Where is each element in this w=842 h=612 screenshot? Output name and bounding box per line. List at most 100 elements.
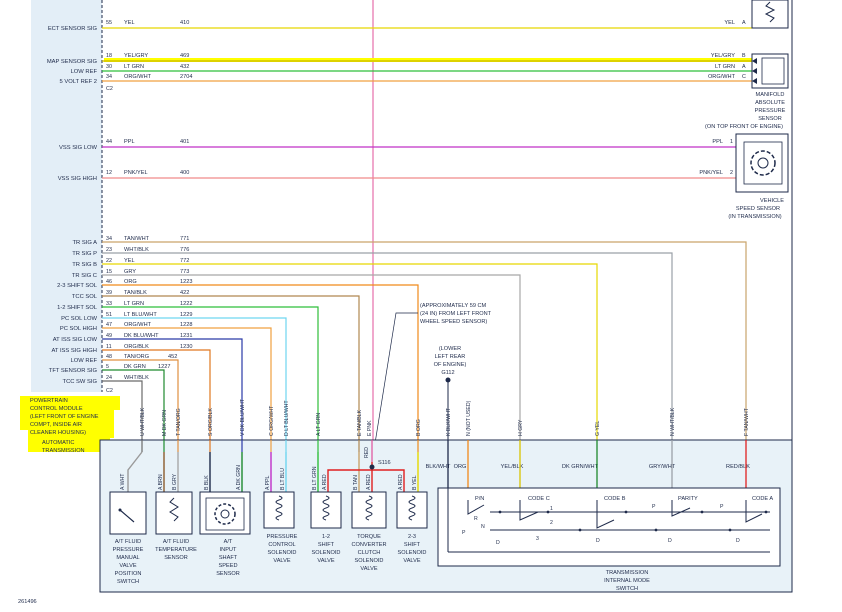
contact-label: D (668, 538, 672, 544)
right-color-5v-ref: ORG/WHT (708, 74, 736, 80)
pin-low-ref-top: 30 (106, 64, 112, 70)
contact-dot (700, 510, 704, 514)
right-pin-ect: A (742, 20, 746, 26)
component-label: SHIFT (318, 542, 335, 548)
circuit-map-sig: MAP SENSOR SIG 18 YEL/GRY 469 YEL/GRY B (47, 53, 752, 65)
pcm-label-12-shift: 1-2 SHIFT SOL (57, 305, 98, 311)
trans-circuit-row: AT ISS SIG LOW 49 DK BLU/WHT 1231 (53, 333, 193, 343)
color-pc-sol-low: LT BLU/WHT (124, 312, 157, 318)
distance-note: (APPROXIMATELY 59 CM (24 IN) FROM LEFT F… (371, 303, 492, 463)
pcm-label-low-ref-top: LOW REF (71, 69, 98, 75)
pcm-label-vss-high: VSS SIG HIGH (58, 176, 97, 182)
map-sensor-box (751, 53, 789, 89)
terminal-label-n-wht: N WHT/BLK (670, 407, 676, 436)
pcm-label-tr-sig-c: TR SIG C (72, 273, 97, 279)
component-box (310, 491, 342, 529)
component-label: INPUT (220, 547, 237, 553)
connector-arrow-icon (752, 68, 757, 74)
right-color-low-ref-top: LT GRN (715, 64, 735, 70)
mode-wire-label: YEL/BLK (501, 464, 524, 470)
map-sensor: MANIFOLD ABSOLUTE PRESSURE SENSOR (ON TO… (705, 53, 789, 130)
component-wires (127, 451, 419, 492)
ground-note: (LOWER LEFT REAR OF ENGINE) G112 (434, 346, 467, 440)
right-pin-vss-high: 2 (730, 170, 733, 176)
terminal-label-v: V DK BLU/WHT (240, 398, 246, 436)
vss-sensor-inner (743, 141, 783, 185)
contact-dots (498, 510, 768, 532)
pcm-label-tr-sig-b: TR SIG B (72, 262, 97, 268)
component-box (351, 491, 387, 529)
title-highlight (20, 396, 120, 452)
vss-sensor-box (735, 133, 789, 193)
circuit-5v-ref: 5 VOLT REF 2 34 ORG/WHT 2704 ORG/WHT C (60, 74, 752, 85)
color-23-shift: ORG (124, 279, 137, 285)
trans-wires (102, 241, 747, 440)
contact-label: N (481, 524, 485, 530)
mode-wire-label: DK GRN/WHT (562, 464, 599, 470)
contact-label: D (596, 538, 600, 544)
connector-arrow-icon (752, 78, 757, 84)
color-tr-sig-p: WHT/BLK (124, 247, 149, 253)
mode-switch-box (437, 487, 781, 567)
pin-iss-low: 49 (106, 333, 112, 339)
mode-switch-label: SWITCH (616, 586, 638, 592)
color-tft: DK GRN (124, 364, 146, 370)
circuit-num-tcc-sol: 422 (180, 290, 189, 296)
circuit-num-vss-low: 401 (180, 139, 189, 145)
component-label: SOLENOID (312, 550, 341, 556)
color-iss-high: ORG/BLK (124, 344, 149, 350)
color-tr-sig-a: TAN/WHT (124, 236, 150, 242)
wire-tft (102, 369, 165, 440)
terminal-label-t: T TAN/ORG (176, 408, 182, 436)
pcm-label-5v-ref: 5 VOLT REF 2 (60, 79, 97, 85)
trans-title-line: TRANSMISSION (42, 448, 85, 454)
color-map-sig: YEL/GRY (124, 53, 148, 59)
terminal-label-m: M DK GRN (162, 410, 168, 436)
circuit-num-5v-ref: 2704 (180, 74, 192, 80)
vss-gear-hub (757, 157, 769, 169)
color-vss-high: PNK/YEL (124, 170, 148, 176)
circuit-num-map-sig: 469 (180, 53, 189, 59)
component-label: SENSOR (216, 571, 240, 577)
component-label: VALVE (119, 563, 136, 569)
wire-tr-sig-c (102, 274, 521, 440)
color-low-ref-bottom: TAN/ORG (124, 354, 149, 360)
terminal-label-b: B ORG (416, 419, 422, 436)
trans-circuit-row: PC SOL HIGH 47 ORG/WHT 1228 (60, 322, 193, 332)
inner-label: A RED (366, 474, 372, 490)
wire-12-shift (102, 306, 319, 440)
component-label: POSITION (115, 571, 142, 577)
note-line: OF ENGINE) (434, 362, 467, 368)
color-tcc-sol: TAN/BLK (124, 290, 147, 296)
component-label: CONTROL (268, 542, 295, 548)
ect-sensor-box (751, 0, 789, 29)
terminal-label-e-pnk: E PNK (367, 420, 373, 436)
note-line: (24 IN) FROM LEFT FRONT (420, 311, 492, 317)
solenoid-coil-icon (275, 495, 283, 521)
component-label: SOLENOID (398, 550, 427, 556)
gear-hub (220, 509, 230, 519)
input-shaft-sensor: A/T INPUT SHAFT SPEED SENSOR (199, 491, 251, 577)
top-terminal-labels: U WHT/BLK M DK GRN T TAN/ORG S ORG/BLK V… (140, 398, 750, 436)
component-inner (205, 497, 245, 531)
component-label: PRESSURE (113, 547, 144, 553)
terminal-label-e: E TAN/BLK (357, 409, 363, 436)
trans-circuit-row: PC SOL LOW 51 LT BLU/WHT 1229 (61, 312, 192, 322)
component-label: 1-2 (322, 534, 330, 540)
splice-dot (369, 464, 375, 470)
pin-tcc-sw: 24 (106, 375, 112, 381)
vss-location: (IN TRANSMISSION) (728, 214, 781, 220)
switch-pivot (118, 508, 122, 512)
inner-label: B BLK (204, 475, 210, 490)
gear-icon (214, 503, 236, 525)
pcm-label-pc-sol-high: PC SOL HIGH (60, 326, 97, 332)
wire-tr-sig-b (102, 263, 598, 440)
switch-arm (596, 500, 615, 529)
trans-circuit-row: 2-3 SHIFT SOL 46 ORG 1223 (57, 279, 192, 289)
map-sensor-label: SENSOR (758, 116, 782, 122)
connector-arrow-icon (752, 58, 757, 64)
component-label: SHIFT (404, 542, 421, 548)
red-label: RED (364, 447, 370, 458)
component-label: VALVE (360, 566, 377, 572)
